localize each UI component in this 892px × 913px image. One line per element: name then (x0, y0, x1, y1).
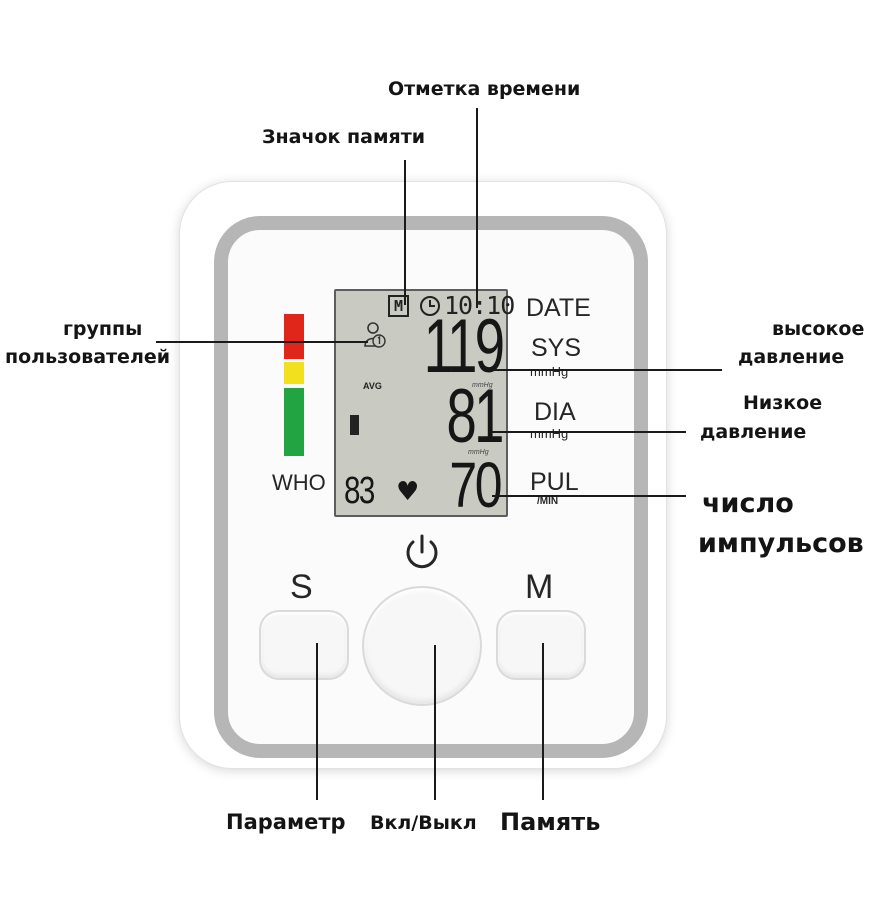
callout-systolic-2: давление (738, 346, 845, 368)
dia-unit: mmHg (530, 426, 569, 441)
setting-button[interactable] (259, 610, 349, 680)
heart-icon: ♥ (396, 477, 420, 507)
diastolic-value: 81 (446, 374, 505, 459)
date-label: DATE (526, 294, 591, 322)
callout-memory-button: Память (500, 808, 601, 836)
callout-timestamp: Отметка времени (388, 78, 581, 100)
power-button[interactable] (362, 586, 482, 706)
avg-label: AVG (363, 381, 382, 391)
who-scale-yellow (284, 362, 304, 384)
callout-memory-icon: Значок памяти (262, 126, 426, 148)
pul-unit: /MIN (537, 496, 559, 507)
systolic-small-unit: mmHg (472, 382, 493, 389)
lcd-screen: M 10:10 119 AVG mmHg 81 mmHg 83 ♥ (334, 289, 515, 521)
who-scale-green (284, 388, 304, 456)
dia-label: DIA (534, 398, 576, 426)
systolic-value: 119 (423, 304, 504, 389)
callout-setting-button: Параметр (226, 810, 346, 834)
callout-pulse-1: число (702, 488, 794, 519)
callout-diastolic-1: Низкое (743, 392, 823, 414)
callout-pulse-2: импульсов (698, 528, 864, 559)
memory-badge: M (388, 295, 409, 317)
time-display: 10:10 (444, 291, 515, 320)
who-scale-red (284, 314, 304, 359)
who-label: WHO (272, 470, 326, 495)
callout-user-groups-1: группы (63, 318, 143, 340)
callout-diastolic-2: давление (700, 421, 807, 443)
power-icon (406, 534, 438, 569)
callout-power-button: Вкл/Выкл (370, 812, 477, 834)
clock-icon (420, 296, 440, 316)
level-bar (350, 415, 359, 435)
m-button-label: M (525, 568, 554, 606)
diastolic-small-unit: mmHg (468, 449, 489, 456)
pul-label: PUL (530, 468, 579, 496)
small-number: 83 (344, 470, 375, 512)
callout-user-groups-2: пользователей (5, 346, 171, 368)
s-button-label: S (290, 568, 313, 606)
pulse-value: 70 (449, 449, 502, 521)
callout-systolic-1: высокое (772, 318, 865, 340)
sys-unit: mmHg (530, 364, 569, 379)
memory-button[interactable] (496, 610, 586, 680)
sys-label: SYS (531, 334, 582, 362)
user-icon (364, 322, 386, 348)
